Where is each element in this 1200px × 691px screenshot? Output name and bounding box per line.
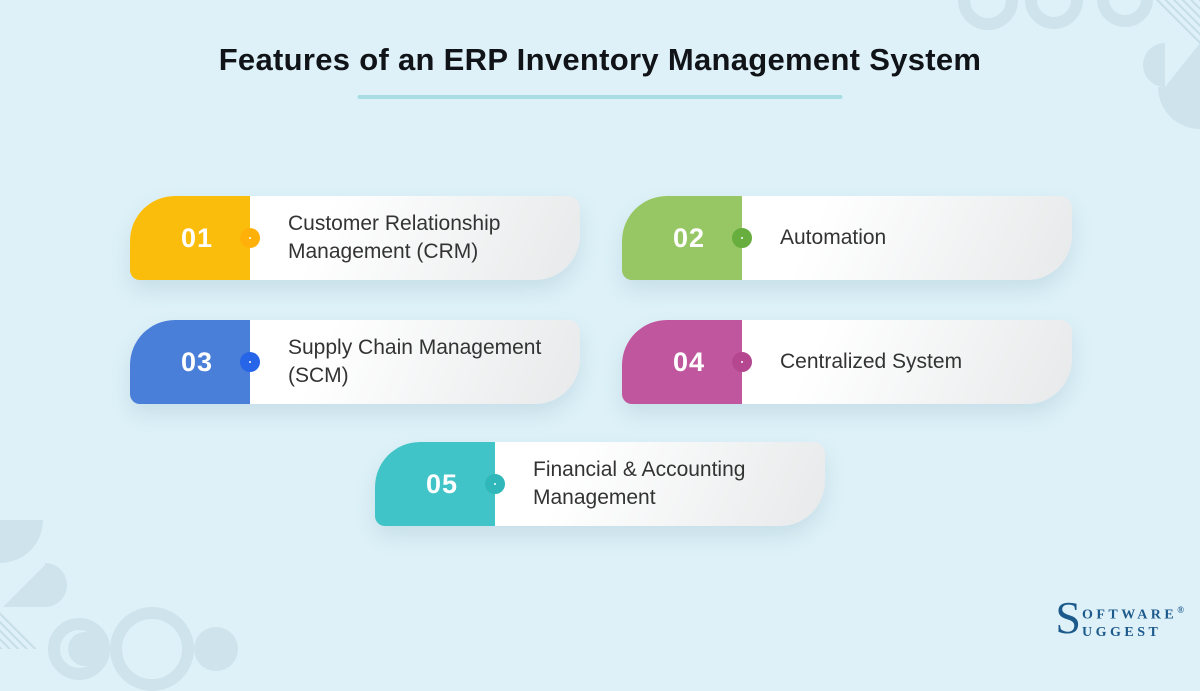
deco-triangle-icon bbox=[3, 565, 45, 607]
deco-hatched-triangle-icon bbox=[0, 608, 42, 649]
feature-number: 03 bbox=[180, 346, 214, 377]
feature-card-01: 01 Customer Relationship Management (CRM… bbox=[130, 196, 580, 280]
feature-card-05: 05 Financial & Accounting Management bbox=[375, 442, 825, 526]
feature-label: Customer Relationship Management (CRM) bbox=[288, 212, 501, 263]
connector-ring-icon bbox=[240, 228, 260, 248]
feature-label: Supply Chain Management (SCM) bbox=[288, 336, 542, 387]
registered-mark-icon: ® bbox=[1177, 605, 1184, 616]
logo-line-1: OFTWARE® bbox=[1081, 605, 1184, 623]
deco-half-ring-icon bbox=[958, 0, 1018, 30]
feature-number-tab: 01 bbox=[130, 196, 250, 280]
feature-number: 01 bbox=[180, 222, 214, 253]
deco-half-disc-icon bbox=[194, 627, 238, 671]
feature-card-03: 03 Supply Chain Management (SCM) bbox=[130, 320, 580, 404]
connector-ring-icon bbox=[732, 352, 752, 372]
connector-ring-icon bbox=[732, 228, 752, 248]
deco-half-ring-icon bbox=[1097, 0, 1153, 27]
feature-number-tab: 05 bbox=[375, 442, 495, 526]
feature-number-tab: 02 bbox=[622, 196, 742, 280]
deco-half-ring-icon bbox=[110, 607, 194, 691]
feature-number: 02 bbox=[672, 222, 706, 253]
deco-half-disc-icon bbox=[45, 563, 67, 607]
feature-number: 04 bbox=[672, 346, 706, 377]
deco-hatched-triangle-icon bbox=[1150, 0, 1200, 45]
deco-half-disc-icon bbox=[68, 632, 102, 666]
deco-half-ring-icon bbox=[1025, 0, 1083, 29]
logo-big-s: S bbox=[1055, 592, 1081, 644]
softwaresuggest-logo: S OFTWARE® UGGEST bbox=[1055, 592, 1184, 644]
title-underline bbox=[357, 95, 843, 99]
connector-ring-icon bbox=[240, 352, 260, 372]
page-title: Features of an ERP Inventory Management … bbox=[218, 42, 982, 77]
feature-label: Automation bbox=[780, 226, 887, 250]
feature-number: 05 bbox=[425, 468, 459, 499]
logo-line-2: UGGEST bbox=[1081, 625, 1162, 640]
feature-label: Financial & Accounting Management bbox=[533, 458, 746, 509]
feature-label: Centralized System bbox=[780, 350, 963, 374]
deco-half-disc-icon bbox=[1143, 43, 1165, 87]
deco-quarter-disc-icon bbox=[1158, 87, 1200, 129]
feature-number-tab: 04 bbox=[622, 320, 742, 404]
deco-quarter-disc-icon bbox=[0, 520, 43, 563]
feature-card-02: 02 Automation bbox=[622, 196, 1072, 280]
feature-card-04: 04 Centralized System bbox=[622, 320, 1072, 404]
connector-ring-icon bbox=[485, 474, 505, 494]
feature-number-tab: 03 bbox=[130, 320, 250, 404]
